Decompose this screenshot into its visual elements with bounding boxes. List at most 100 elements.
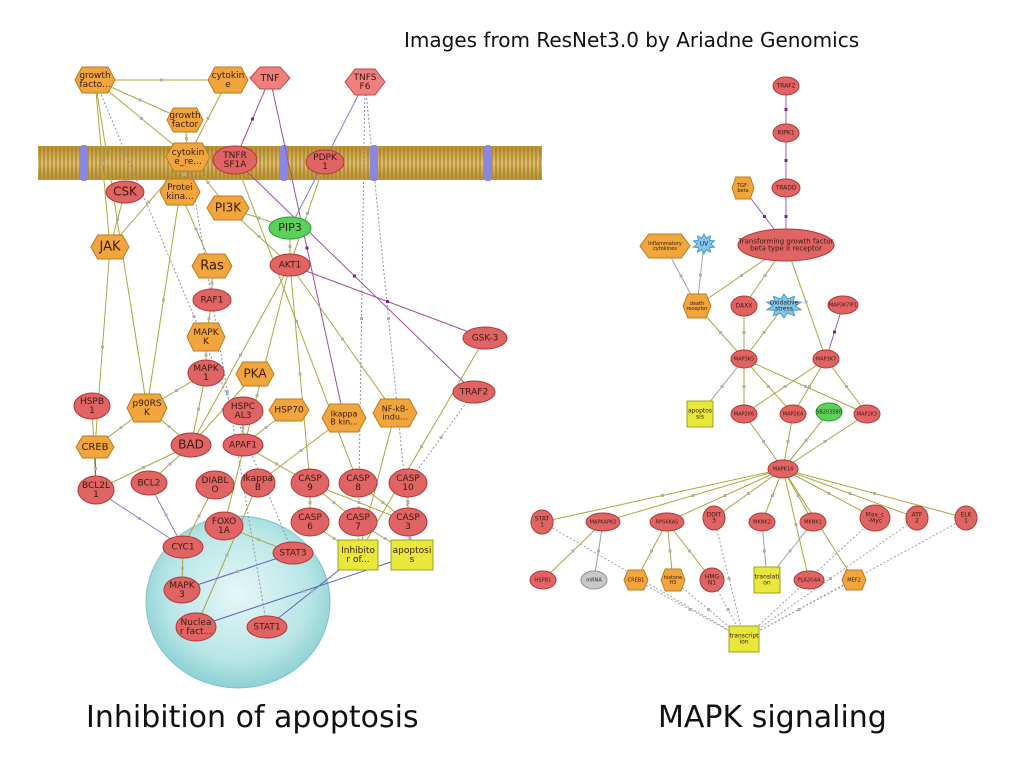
node-l3[interactable]: TNF [249, 66, 291, 90]
node-r29[interactable]: HSPB1 [529, 570, 557, 590]
node-l14[interactable]: Ras [191, 253, 233, 279]
node-l28[interactable]: CREB [75, 435, 115, 459]
node-r31[interactable]: CREB1 [623, 569, 649, 591]
node-l2[interactable]: cytokine [207, 66, 249, 94]
node-l9[interactable]: CSK [105, 180, 145, 204]
node-r26[interactable]: Max_c-Myc [859, 504, 891, 532]
node-l32[interactable]: BCL2 [130, 470, 168, 496]
node-r13[interactable]: MAP3K7 [812, 349, 840, 369]
node-l22[interactable]: HSPB1 [73, 392, 111, 420]
node-l11[interactable]: PI3K [206, 195, 250, 221]
node-r24[interactable]: MKNK2 [748, 512, 776, 532]
edge-marker [833, 330, 836, 334]
node-r30[interactable]: mRNA [580, 570, 608, 590]
node-r16[interactable]: MAP2K4 [779, 404, 807, 424]
node-r6[interactable]: UV [692, 232, 716, 256]
node-r4[interactable]: TRADD [771, 178, 801, 198]
node-r17[interactable]: SB203580 [815, 402, 843, 422]
node-shape [344, 68, 386, 96]
edge-marker [829, 577, 832, 580]
node-r19[interactable]: MAPK14 [767, 459, 799, 479]
node-r3[interactable]: TGF-beta [731, 176, 755, 200]
node-r25[interactable]: MKNK1 [799, 512, 827, 532]
node-l42[interactable]: CYC1 [162, 535, 204, 559]
node-l13[interactable]: JAK [90, 234, 130, 260]
node-l21[interactable]: TRAF2 [452, 380, 496, 404]
node-label: r of... [346, 555, 369, 565]
node-l16[interactable]: RAF1 [192, 288, 232, 312]
source-credit: Images from ResNet3.0 by Ariadne Genomic… [404, 28, 860, 52]
node-r22[interactable]: RPS6KA5 [649, 512, 685, 532]
node-l20[interactable]: PKA [235, 361, 275, 387]
node-l43[interactable]: STAT3 [272, 541, 314, 565]
node-r12[interactable]: MAP3K5 [730, 349, 758, 369]
node-l30[interactable]: APAF1 [222, 433, 264, 457]
node-r15[interactable]: MAP2K6 [730, 404, 758, 424]
node-r9[interactable]: DAXX [730, 295, 758, 317]
node-l27[interactable]: NF-kB-indu... [372, 398, 418, 428]
node-r36[interactable]: MEF2 [841, 569, 867, 591]
node-r1[interactable]: TRAF2 [772, 76, 800, 96]
node-l19[interactable]: MAPK1 [187, 359, 225, 387]
node-label: PKA [243, 367, 267, 381]
node-shape [206, 195, 250, 221]
node-r2[interactable]: RIPK1 [772, 123, 800, 143]
node-r11[interactable]: MAP3K7IP1 [827, 295, 859, 315]
edge-marker [720, 385, 724, 388]
node-r35[interactable]: PLA2G4A [793, 570, 825, 590]
edge-marker [257, 216, 261, 220]
node-l15[interactable]: AKT1 [269, 253, 311, 277]
node-r21[interactable]: MAPKAPK2 [585, 512, 621, 532]
node-l17[interactable]: GSK-3 [462, 326, 508, 350]
node-l45[interactable]: apoptosis [390, 539, 434, 571]
node-l6[interactable]: cytokine_re... [165, 142, 211, 172]
node-label: ion [739, 639, 748, 646]
node-l10[interactable]: Proteikina... [159, 178, 201, 206]
node-r18[interactable]: MAP2K3 [853, 404, 881, 424]
node-label: 6 [307, 522, 313, 532]
node-l12[interactable]: PIP3 [268, 216, 312, 240]
node-shape [165, 142, 211, 172]
node-label: on [763, 580, 771, 587]
node-l29[interactable]: BAD [170, 432, 212, 458]
node-l1[interactable]: growthfacto... [74, 66, 116, 94]
node-l48[interactable]: STAT1 [246, 615, 288, 639]
edge-marker [762, 440, 765, 443]
node-r20[interactable]: STAT1 [530, 509, 554, 535]
node-l25[interactable]: HSP70 [268, 398, 310, 422]
node-label: 1 [93, 490, 99, 500]
